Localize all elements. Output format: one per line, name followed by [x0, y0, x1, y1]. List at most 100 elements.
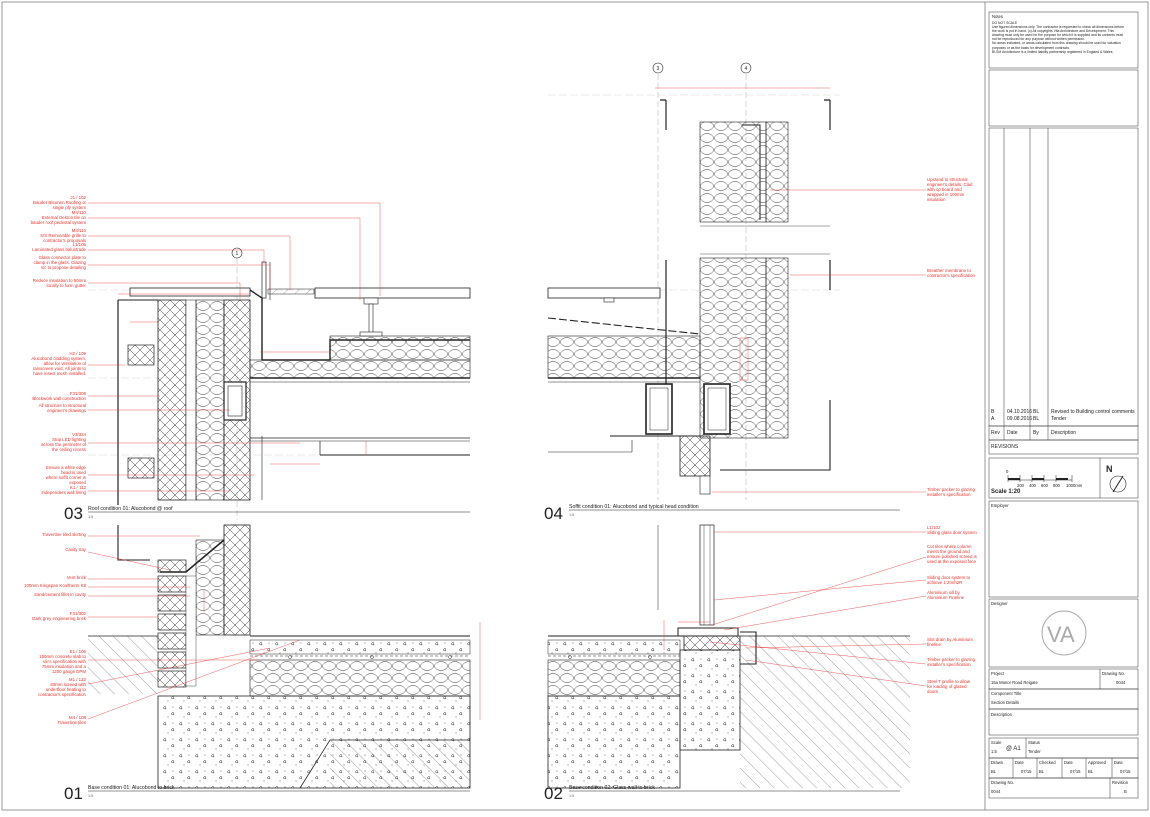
detail-02-number: 02 [544, 784, 563, 803]
sheet-size-value: @ A1 [1006, 746, 1021, 752]
project-value: 15a Manor Road Reigate [991, 680, 1038, 685]
drawn-date-label: Date [1015, 760, 1024, 765]
detail-01-title: Base condition 01: Alucobond to brick [88, 785, 175, 791]
detail-04-note: Timber packer to glazing installer's spe… [927, 487, 975, 497]
detail-02-note: L1/102 Sliding glass door system [927, 525, 977, 535]
detail-01-note: E1 / 106 150mm concrete slab to s/e's sp… [39, 649, 86, 674]
rev-b-by: BL [1033, 409, 1040, 415]
component-value: Section Details [991, 700, 1019, 705]
scale-tick-1000: 1000mm [1066, 483, 1083, 488]
scale-field-value: 1:5 [991, 749, 997, 754]
detail-04-scale: 1:5 [569, 513, 574, 517]
drawn-value: BL [991, 769, 997, 774]
approved-date-value: 07/15 [1120, 769, 1131, 774]
detail-01-base-condition: 01 Base condition 01: Alucobond to brick… [64, 524, 481, 803]
detail-04-note: Upstand to structural engineer's details… [927, 177, 973, 202]
detail-01-note: Travertine tiled skirting [41, 532, 86, 537]
detail-03-note: H2 / 109 Alucobond cladding system, allo… [31, 351, 86, 376]
approved-date-label: Date [1114, 760, 1123, 765]
designer-label: Designer [991, 601, 1008, 606]
scale-tick-400: 400 [1029, 483, 1036, 488]
detail-04-note: Breather membrane to contractor's specif… [927, 268, 975, 278]
detail-01-note: Cavity tray [65, 547, 86, 552]
rev-header-desc: Description [1051, 430, 1077, 436]
gridline-3-label: 3 [657, 66, 660, 72]
drawing-no-value: 0044 [1116, 680, 1126, 685]
approved-label: Approved [1088, 760, 1106, 765]
detail-01-note: 100mm Kingspan Kooltherm K8 [24, 583, 86, 588]
rev-b-desc: Revised to Building control comments [1051, 409, 1135, 415]
detail-03-roof-condition: 1 [64, 202, 471, 523]
scale-tick-0: 0 [1006, 469, 1009, 474]
checked-date-value: 07/15 [1070, 769, 1081, 774]
drawn-date-value: 07/15 [1021, 769, 1032, 774]
detail-03-note: K1 / 112 Independent wall lining [41, 485, 86, 495]
drawing-no-label: Drawing No. [1102, 671, 1126, 676]
detail-02-glass-wall: 02 Base condition 02: Glass wall to bric… [544, 524, 927, 803]
detail-02-scale: 1:5 [569, 794, 574, 798]
detail-01-note: Vent brick [66, 575, 86, 580]
rev-a: A [991, 416, 995, 422]
employer-label: Employer [991, 503, 1009, 508]
detail-01-note: M1 / 122 80mm screed with underfloor hea… [38, 677, 86, 697]
detail-03-note: Glass connector plate to clamp in the gl… [33, 255, 86, 270]
detail-03-note: F31/308 Blockwork wall construction [32, 391, 86, 401]
detail-03-note: All structure to structural engineer's d… [38, 403, 86, 413]
north-label: N [1106, 464, 1113, 474]
approved-value: BL [1088, 769, 1094, 774]
checked-date-label: Date [1064, 760, 1073, 765]
rev-a-desc: Tender [1051, 416, 1067, 422]
rev-b-date: 04.10.2016 [1007, 409, 1033, 415]
detail-01-note: F31/302 Dark grey engineering brick [32, 611, 86, 621]
detail-01-note: M4 / 108 Travertine tiles [57, 715, 86, 725]
description-label: Description [991, 712, 1012, 717]
gridline-1-label: 1 [236, 251, 239, 257]
revision-label: Revision [1112, 780, 1129, 785]
detail-02-note: Cut tiles where column meets the ground … [927, 544, 977, 564]
detail-03-note: M4/110 S/S Removable grille to contracto… [40, 228, 86, 243]
detail-03-note: Ensure a white edge bead is used where s… [45, 465, 86, 485]
detail-02-note: Sliding door system to achieve 1:2m/h2R [927, 575, 971, 585]
rev-header-date: Date [1007, 430, 1018, 436]
revision-value: B [1124, 789, 1127, 794]
drawing-no2-label: Drawing No. [991, 780, 1015, 785]
status-value: Tender [1028, 749, 1041, 754]
rev-header-by: By [1033, 430, 1039, 436]
detail-03-note: M4/110 External Dekton tile on bauder ro… [30, 210, 86, 225]
detail-03-note: V3/324 Strip LED lighting across the per… [41, 432, 86, 452]
notes-text: DO NOT SCALE Use figured dimensions only… [992, 21, 1124, 54]
detail-03-note: L1/106 Laminated glass balustrade [32, 242, 86, 252]
title-block-frame [988, 11, 1139, 799]
component-label: Component Title [991, 691, 1022, 696]
revisions-label: REVISIONS [991, 444, 1019, 450]
detail-01-number: 01 [64, 784, 83, 803]
detail-04-title: Soffit condition 01: Alucobond and typic… [569, 504, 699, 510]
va-logo-text: VA [1047, 622, 1075, 647]
north-arrow: N [1106, 464, 1127, 493]
status-label: Status [1028, 740, 1040, 745]
scale-tick-200: 200 [1017, 483, 1024, 488]
detail-02-note: Slot drain by Aluminium fineline [927, 637, 973, 647]
detail-02-title: Base condition 02: Glass wall to brick [569, 785, 655, 791]
detail-02-note: Aluminium sill by Aluminium Fineline [927, 590, 965, 600]
checked-label: Checked [1039, 760, 1056, 765]
scale-bar [1007, 475, 1073, 482]
scale-tick-600: 600 [1041, 483, 1048, 488]
va-logo: VA [1041, 610, 1087, 656]
detail-03-note: Reduce insulation to 50mm locally to for… [32, 278, 86, 288]
drawn-label: Drawn [991, 760, 1004, 765]
detail-03-scale: 1:5 [88, 515, 93, 519]
project-label: Project [991, 671, 1005, 676]
detail-03-note: J1 / 102 Bauder Bitumen Roofing or singl… [33, 195, 86, 210]
detail-03-title: Roof condition 01: Alucobond @ roof [88, 506, 173, 512]
rev-a-by: BL [1033, 416, 1040, 422]
scale-label: Scale 1:20 [991, 489, 1021, 495]
detail-04-number: 04 [544, 504, 563, 523]
scale-tick-800: 800 [1053, 483, 1060, 488]
detail-01-note: Sand/cement fillet in cavity [34, 592, 86, 597]
checked-value: BL [1039, 769, 1045, 774]
detail-04-soffit-condition: 3 4 [544, 62, 926, 523]
